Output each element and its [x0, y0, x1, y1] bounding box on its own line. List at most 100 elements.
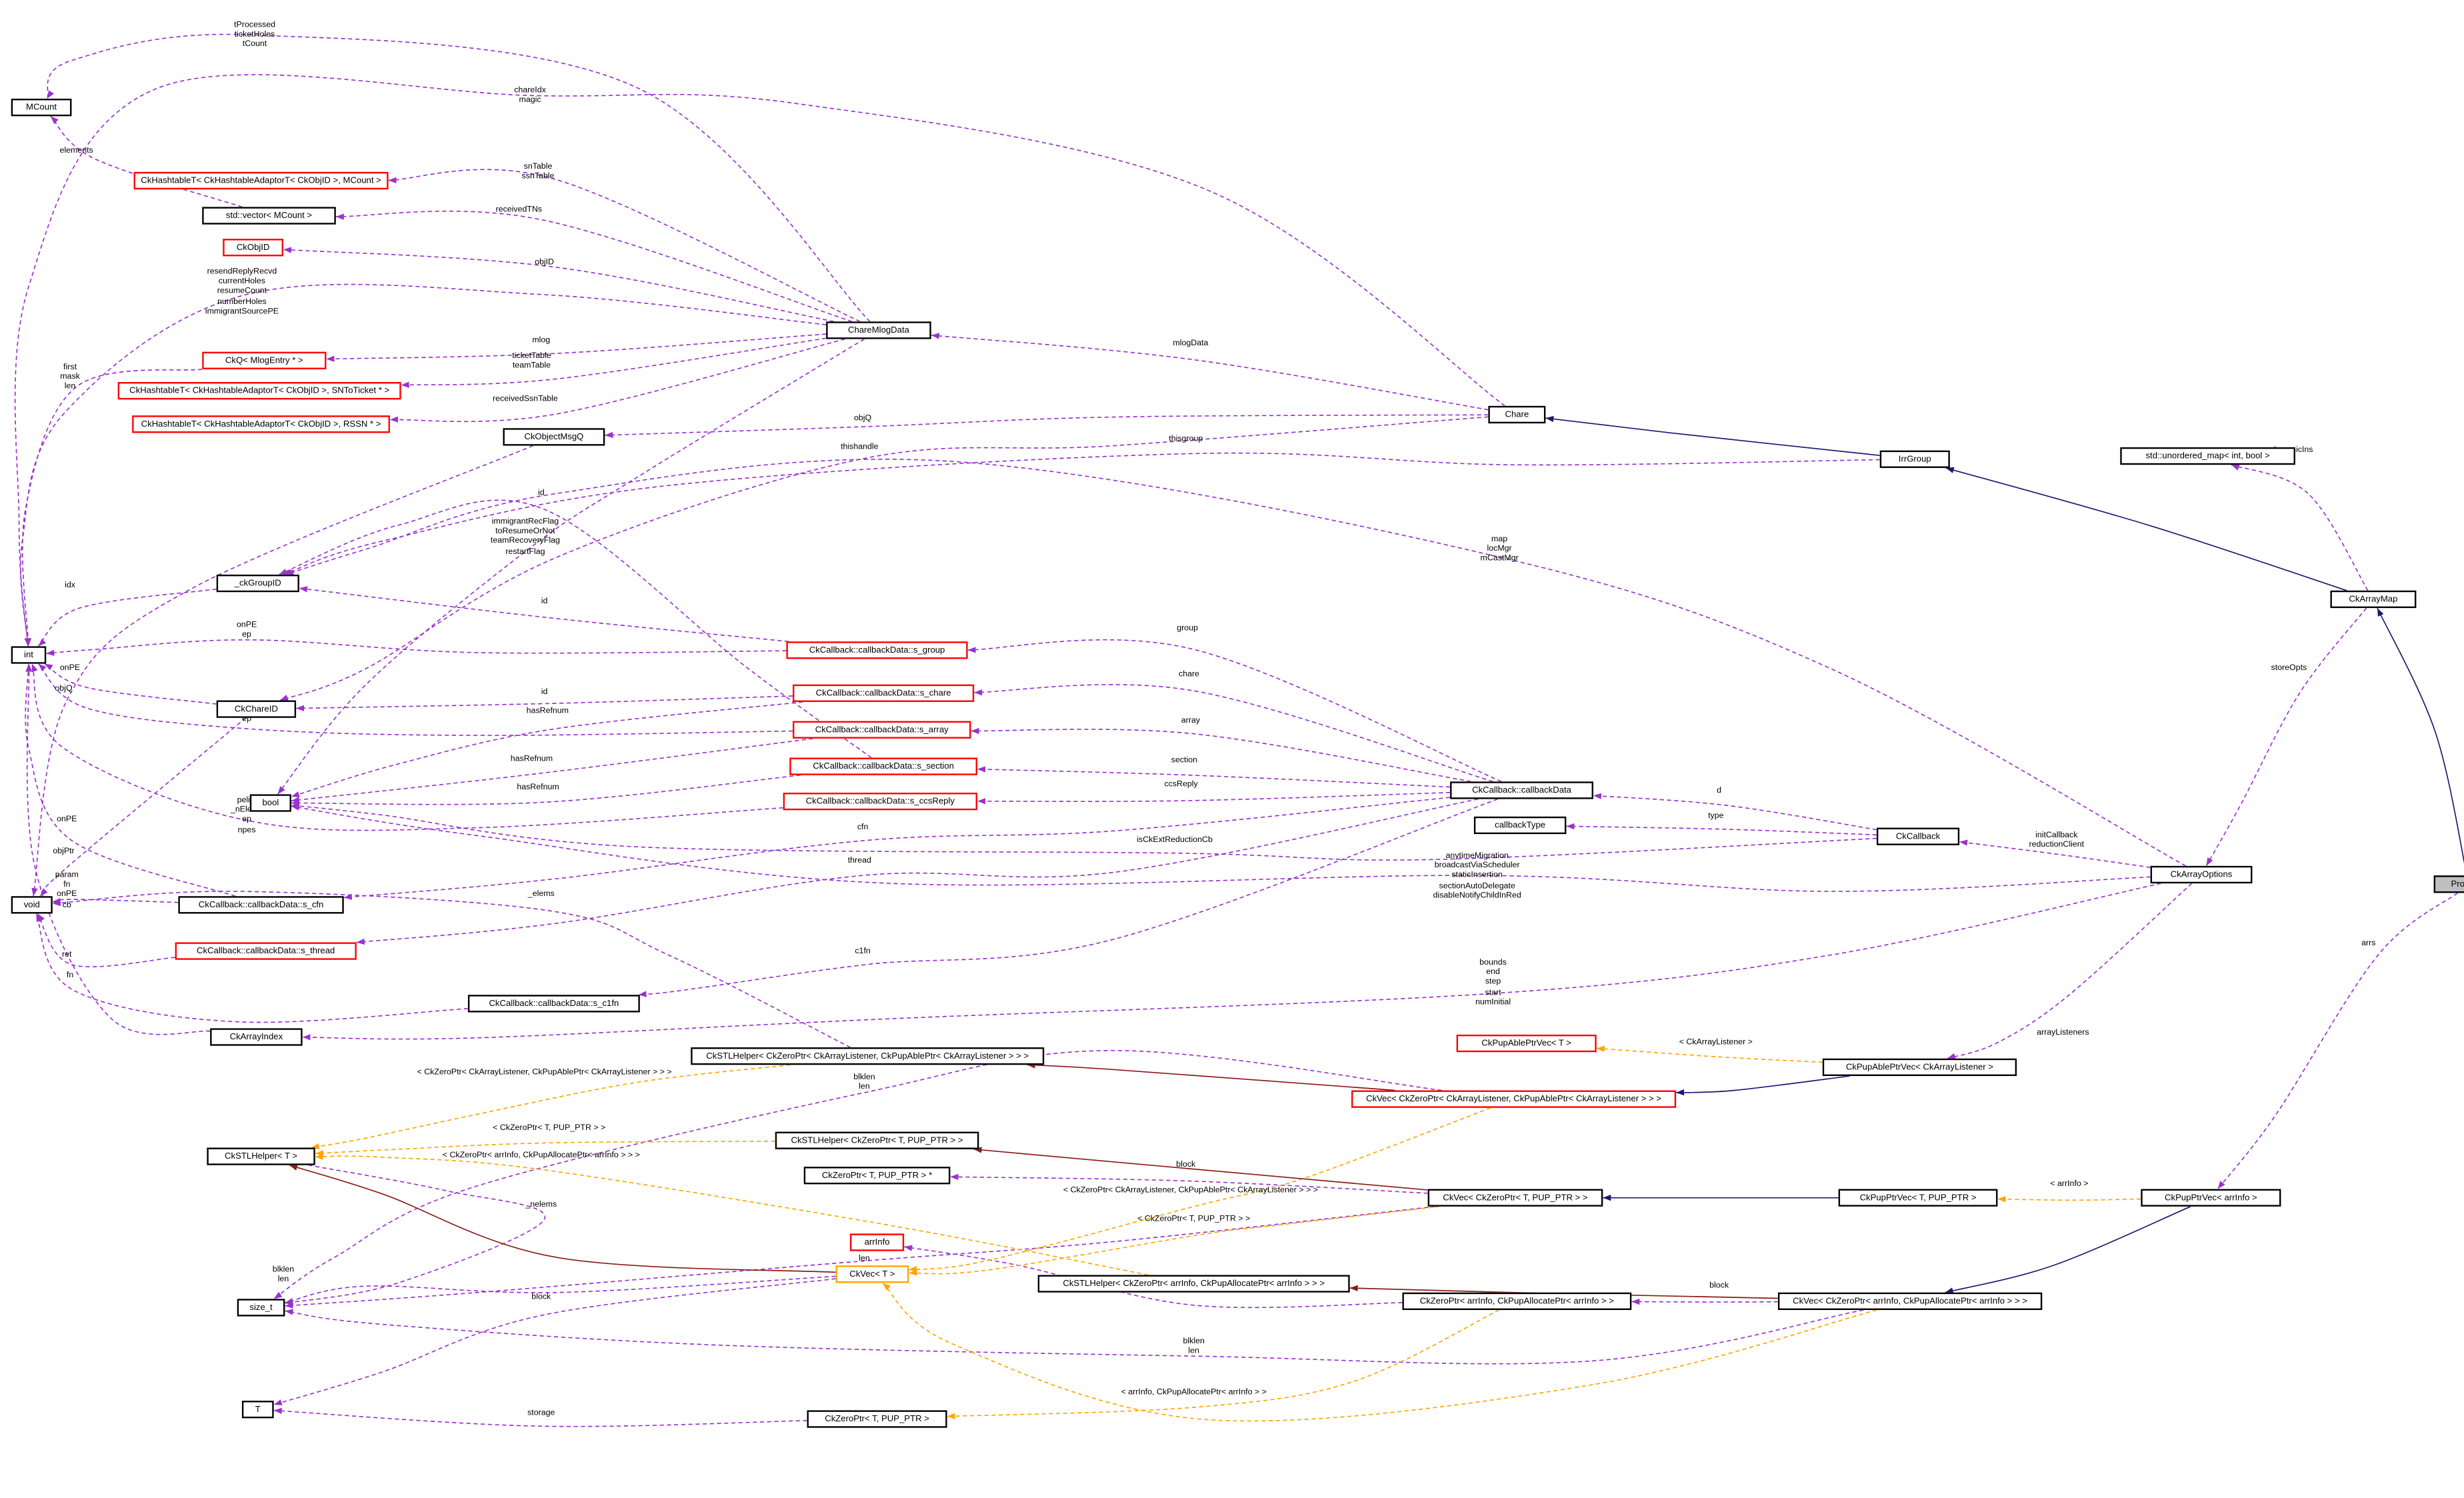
class-node-cb_chare[interactable]: CkCallback::callbackData::s_chare [793, 684, 975, 702]
edge-cb_thread-to-void [37, 913, 175, 967]
class-node-zero_arrinfo[interactable]: CkZeroPtr< arrInfo, CkPupAllocatePtr< ar… [1402, 1292, 1632, 1310]
class-node-stl_t[interactable]: CkSTLHelper< T > [207, 1147, 315, 1165]
class-node-propmap[interactable]: PropMap [2433, 875, 2464, 893]
class-node-cb_c1fn[interactable]: CkCallback::callbackData::s_c1fn [467, 995, 640, 1013]
edge-cbdata-to-cb_array [971, 727, 1471, 783]
edge-ckchareid-to-void [39, 717, 247, 897]
class-node-ckgroupid[interactable]: _ckGroupID [216, 574, 299, 593]
edge-charemlog-to-hash_mcount [388, 169, 861, 323]
class-node-ckarraymap[interactable]: CkArrayMap [2330, 590, 2417, 609]
edge-objmagq-to-void [31, 445, 533, 897]
edge-irrgroup-to-ckgroupid [283, 452, 1880, 575]
class-node-pupptr_arrinfo[interactable]: CkPupPtrVec< arrInfo > [2141, 1189, 2281, 1207]
edge-cbdata-to-cb_group [967, 639, 1502, 783]
class-node-vec_zero[interactable]: CkVec< CkZeroPtr< T, PUP_PTR > > [1427, 1189, 1603, 1207]
class-node-ckchareid[interactable]: CkChareID [216, 700, 297, 718]
edge-chare-to-objmagq [605, 414, 1489, 439]
edge-charemlog-to-ckobjid [283, 247, 834, 323]
class-node-ckq_mlog[interactable]: CkQ< MlogEntry * > [202, 351, 327, 369]
class-node-stl_zero[interactable]: CkSTLHelper< CkZeroPtr< T, PUP_PTR > > [775, 1131, 979, 1149]
class-node-cb_group[interactable]: CkCallback::callbackData::s_group [786, 641, 968, 659]
edge-ckarrayopts-to-ckcallback [1959, 839, 2151, 868]
edge-vec_arrinfo-to-vec_t [882, 1282, 1877, 1422]
class-node-pupptr_t[interactable]: CkPupPtrVec< T, PUP_PTR > [1838, 1189, 1998, 1207]
edge-cb_section-to-bool [291, 774, 801, 807]
edge-charemlog-to-vec_mcount [335, 210, 853, 323]
edge-cb_group-to-ckgroupid [299, 586, 789, 643]
class-node-objmagq[interactable]: CkObjectMsgQ [503, 428, 605, 446]
class-node-zero_ptr_star[interactable]: CkZeroPtr< T, PUP_PTR > * [803, 1167, 951, 1185]
edge-ckarraymap-to-umap [2231, 464, 2369, 591]
edge-charemlog-to-hash_snt [401, 337, 827, 388]
class-node-cb_section[interactable]: CkCallback::callbackData::s_section [789, 757, 977, 775]
edge-cbdata-to-cb_c1fn [638, 798, 1498, 997]
edge-cb_group-to-int [46, 639, 787, 656]
class-node-stl_arrinfo[interactable]: CkSTLHelper< CkZeroPtr< arrInfo, CkPupAl… [1037, 1275, 1350, 1293]
class-node-vec_mcount[interactable]: std::vector< MCount > [202, 207, 336, 225]
class-node-hash_snt[interactable]: CkHashtableT< CkHashtableAdaptorT< CkObj… [117, 382, 401, 400]
class-node-void[interactable]: void [11, 896, 53, 914]
edge-ckarrayopts-to-ckgroupid [285, 459, 2186, 867]
class-node-cb_cfn[interactable]: CkCallback::callbackData::s_cfn [178, 896, 344, 914]
edge-stl_zero-to-stl_t [315, 1140, 775, 1157]
class-node-cb_array[interactable]: CkCallback::callbackData::s_array [793, 721, 971, 739]
edge-pupable_ckal-to-pupable_t [1596, 1045, 1823, 1063]
class-node-pupable_t[interactable]: CkPupAblePtrVec< T > [1456, 1034, 1597, 1053]
class-node-cb_ccs[interactable]: CkCallback::callbackData::s_ccsReply [783, 793, 977, 811]
class-node-hash_mcount[interactable]: CkHashtableT< CkHashtableAdaptorT< CkObj… [133, 171, 389, 190]
edge-charemlog-to-ckq_mlog [326, 333, 827, 362]
edge-charemlog-to-bool [277, 338, 865, 795]
class-node-irrgroup[interactable]: IrrGroup [1879, 450, 1950, 468]
edge-chare-to-int [14, 74, 1505, 647]
edge-cb_section-to-ckgroupid [279, 499, 872, 759]
edge-chare-to-charemlog [931, 333, 1489, 411]
edge-vec_t-to-t [273, 1278, 836, 1406]
class-node-ckarrayopts[interactable]: CkArrayOptions [2150, 865, 2253, 884]
edge-pupptr_arrinfo-to-vec_arrinfo [1945, 1206, 2191, 1294]
class-node-umap[interactable]: std::unordered_map< int, bool > [2120, 447, 2295, 465]
class-node-t[interactable]: T [241, 1401, 274, 1419]
edge-ckcallback-to-bool [291, 803, 1877, 861]
edge-ckarrayopts-to-ckarrayindex [302, 883, 2161, 1041]
edge-cb_chare-to-ckchareid [296, 695, 793, 711]
edge-vec_arrinfo-to-zero_arrinfo [1631, 1298, 1778, 1305]
class-node-bool[interactable]: bool [249, 794, 291, 812]
class-node-vec_arrinfo[interactable]: CkVec< CkZeroPtr< arrInfo, CkPupAllocate… [1777, 1292, 2043, 1310]
class-node-pupable_ckal[interactable]: CkPupAblePtrVec< CkArrayListener > [1822, 1058, 2017, 1077]
edge-stl_t-to-sizet [285, 1164, 546, 1305]
edge-ckarrayopts-to-pupable_ckal [1947, 883, 2193, 1059]
class-node-vec_ckal[interactable]: CkVec< CkZeroPtr< CkArrayListener, CkPup… [1351, 1090, 1677, 1108]
class-node-sizet[interactable]: size_t [237, 1299, 285, 1317]
edge-charemlog-to-hash_rssn [389, 338, 845, 423]
edge-cb_array-to-int [37, 663, 793, 736]
edge-stl_ckal-to-stl_t [311, 1064, 791, 1150]
edge-stl_arrinfo-to-stl_t [315, 1153, 1149, 1276]
class-node-mcount[interactable]: MCount [11, 99, 72, 117]
class-node-cb_thread[interactable]: CkCallback::callbackData::s_thread [175, 942, 357, 960]
edge-ckarrayopts-to-bool [291, 804, 2151, 892]
class-node-stl_ckal[interactable]: CkSTLHelper< CkZeroPtr< CkArrayListener,… [691, 1047, 1045, 1065]
class-node-ckarrayindex[interactable]: CkArrayIndex [210, 1028, 303, 1046]
edge-vec_zero-to-zero_ptr_star [950, 1173, 1428, 1194]
class-node-cbdata[interactable]: CkCallback::callbackData [1450, 781, 1593, 799]
edge-irrgroup-to-chare [1545, 415, 1880, 456]
class-node-charemlog[interactable]: ChareMlogData [826, 321, 931, 339]
class-node-cbtype[interactable]: callbackType [1473, 816, 1567, 835]
class-node-vec_t[interactable]: CkVec< T > [835, 1265, 909, 1283]
edge-cb_ccs-to-int [31, 663, 783, 831]
class-node-int[interactable]: int [11, 646, 47, 664]
edge-vec_t-to-stl_t [289, 1164, 836, 1273]
class-node-zero_t[interactable]: CkZeroPtr< T, PUP_PTR > [807, 1410, 947, 1428]
edge-vec_ckal-to-sizet [273, 1049, 1442, 1299]
edge-vec_ckal-to-stl_ckal [1027, 1062, 1395, 1091]
class-node-ckobjid[interactable]: CkObjID [223, 239, 283, 257]
edge-cbdata-to-cb_chare [974, 684, 1493, 783]
class-node-hash_rssn[interactable]: CkHashtableT< CkHashtableAdaptorT< CkObj… [132, 415, 390, 433]
edge-vec_zero-to-stl_zero [973, 1147, 1428, 1191]
class-node-chare[interactable]: Chare [1488, 405, 1546, 424]
class-node-ckcallback[interactable]: CkCallback [1876, 827, 1960, 845]
class-node-arrinfo[interactable]: arrInfo [849, 1233, 905, 1251]
